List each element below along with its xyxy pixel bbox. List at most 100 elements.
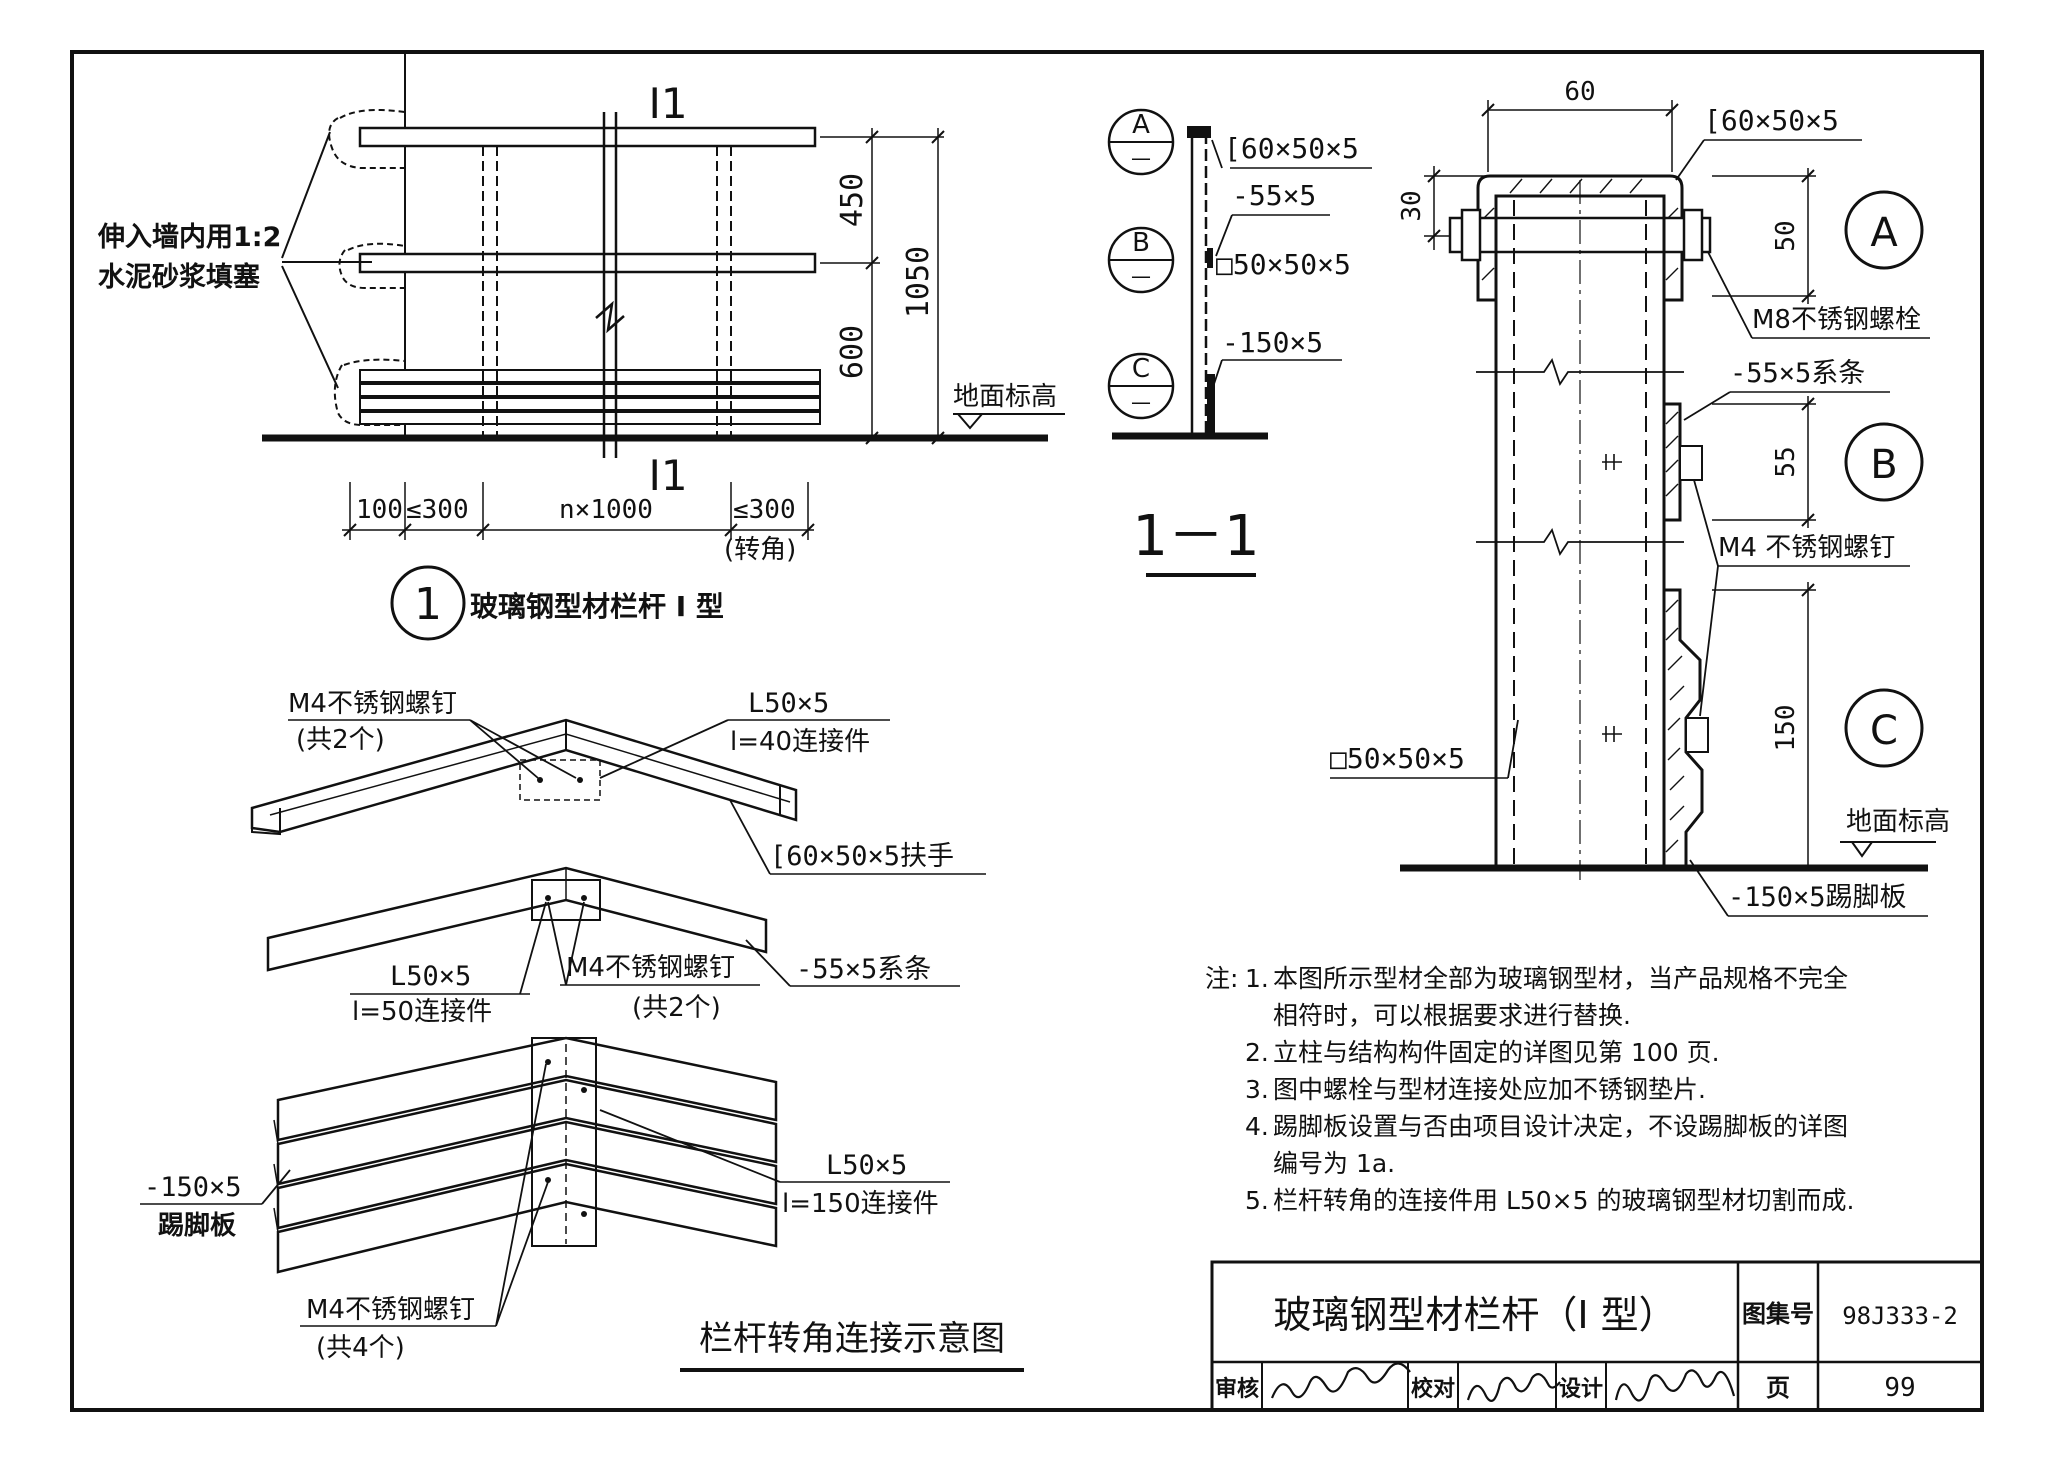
detail-dim-55: 55 xyxy=(1771,446,1801,477)
corner-k-plate: -150×5 xyxy=(144,1172,242,1203)
corner-t-screw-count: (共2个) xyxy=(632,993,721,1023)
svg-text:B: B xyxy=(1132,228,1150,258)
callout-a: A — xyxy=(1107,108,1175,176)
tb-atlas-no: 98J333-2 xyxy=(1842,1302,1958,1330)
note-num-5: 5. xyxy=(1245,1186,1269,1215)
callout-c: C — xyxy=(1107,352,1175,420)
corner-handrail xyxy=(250,718,798,836)
section-handrail xyxy=(1187,126,1211,138)
note-4: 踢脚板设置与否由项目设计决定，不设踢脚板的详图 xyxy=(1273,1112,1849,1141)
dim-lower: 600 xyxy=(835,325,870,379)
wall-embed-top xyxy=(328,109,406,169)
dim-total: 1050 xyxy=(901,246,936,318)
corner-t-conn-len: l=50连接件 xyxy=(352,997,492,1027)
note-1: 本图所示型材全部为玻璃钢型材，当产品规格不完全 xyxy=(1273,964,1849,993)
tb-design: 设计 xyxy=(1559,1377,1603,1402)
corner-k-screw: M4不锈钢螺钉 xyxy=(306,1295,475,1325)
corner-t-conn: L50×5 xyxy=(390,961,471,992)
dim-wall: 100 xyxy=(356,495,403,525)
dim-end-right: ≤300 xyxy=(733,495,796,525)
note-5: 栏杆转角的连接件用 L50×5 的玻璃钢型材切割而成. xyxy=(1273,1186,1855,1215)
corner-note: (转角) xyxy=(724,535,796,565)
note-4-cont: 编号为 1a. xyxy=(1273,1149,1396,1178)
section-title: 1－1 xyxy=(1132,504,1259,569)
detail-number: 1 xyxy=(414,579,442,630)
corner-title: 栏杆转角连接示意图 xyxy=(699,1319,1005,1359)
detail-handrail-channel xyxy=(1476,174,1684,302)
corner-h-handrail: [60×50×5扶手 xyxy=(770,841,954,872)
svg-text:A: A xyxy=(1132,110,1150,140)
svg-text:B: B xyxy=(1870,442,1897,488)
signature-design xyxy=(1614,1369,1736,1402)
tb-check: 校对 xyxy=(1411,1376,1455,1402)
corner-t-tie: -55×5系条 xyxy=(796,954,931,985)
section-1-1: A — B — C — [60×50×5 -55×5 □50×50×5 -150… xyxy=(1107,108,1372,577)
wall-note-line1: 伸入墙内用1:2 xyxy=(97,222,281,253)
title-block: 玻璃钢型材栏杆（I 型） 图集号 98J333-2 审核 校对 设计 页 99 xyxy=(1210,1260,1984,1412)
corner-h-screw: M4不锈钢螺钉 xyxy=(288,689,457,719)
detail-number-circle xyxy=(390,565,466,641)
detail-dim-30: 30 xyxy=(1397,190,1427,221)
detail-mark-a: A xyxy=(1844,190,1924,270)
signature-review xyxy=(1270,1362,1411,1399)
svg-text:—: — xyxy=(1131,264,1151,288)
notes: 注: 1. 本图所示型材全部为玻璃钢型材，当产品规格不完全 相符时，可以根据要求… xyxy=(1205,960,1965,1219)
enlarged-detail: 60 地面标高 xyxy=(1330,77,1950,917)
note-num-2: 2. xyxy=(1245,1038,1269,1067)
corner-h-screw-count: (共2个) xyxy=(296,725,385,755)
tb-page-no: 99 xyxy=(1884,1373,1915,1403)
svg-text:—: — xyxy=(1131,390,1151,414)
detail-label-tie: -55×5系条 xyxy=(1730,358,1865,389)
notes-lead: 注: xyxy=(1205,964,1239,993)
ground-label: 地面标高 xyxy=(953,382,1057,412)
vertical-dimensions xyxy=(820,128,945,445)
corner-k-conn: L50×5 xyxy=(826,1150,907,1181)
post-2 xyxy=(716,146,732,438)
svg-text:A: A xyxy=(1870,210,1898,256)
note-1-cont: 相符时，可以根据要求进行替换. xyxy=(1273,1001,1631,1030)
kick-plate-2 xyxy=(359,383,821,397)
tb-atlas-label: 图集号 xyxy=(1742,1300,1814,1328)
signature-check xyxy=(1466,1373,1561,1402)
tb-title: 玻璃钢型材栏杆（I 型） xyxy=(1273,1293,1676,1337)
detail-tie-strip xyxy=(1662,402,1682,522)
callout-b: B — xyxy=(1107,226,1175,294)
sheet-border xyxy=(70,50,1984,1412)
detail-dim-150: 150 xyxy=(1771,705,1801,752)
tie-bar xyxy=(358,252,817,274)
tb-review: 审核 xyxy=(1215,1376,1259,1402)
svg-text:—: — xyxy=(1131,146,1151,170)
detail-mark-b: B xyxy=(1844,422,1924,502)
section-break xyxy=(595,112,625,458)
section-label-handrail: [60×50×5 xyxy=(1224,132,1359,165)
wall-note-line2: 水泥砂浆填塞 xyxy=(98,261,260,293)
section-mark-bottom: I1 xyxy=(648,451,687,500)
corner-tie xyxy=(266,866,768,972)
detail-label-screw: M4 不锈钢螺钉 xyxy=(1718,533,1895,563)
section-label-kick: -150×5 xyxy=(1222,326,1323,359)
note-num-1: 1. xyxy=(1245,964,1269,993)
wall-embed-mid xyxy=(338,242,406,289)
corner-connection: M4不锈钢螺钉 (共2个) L50×5 l=40连接件 [60×50×5扶手 L… xyxy=(140,688,1024,1372)
detail-label-handrail: [60×50×5 xyxy=(1704,104,1839,137)
handrail xyxy=(358,126,817,148)
corner-k-conn-len: l=150连接件 xyxy=(782,1189,939,1219)
corner-h-conn: L50×5 xyxy=(748,688,829,719)
section-tie xyxy=(1207,248,1213,268)
section-mark-top: I1 xyxy=(648,79,687,128)
post-1 xyxy=(482,146,498,438)
detail-title: 玻璃钢型材栏杆 I 型 xyxy=(470,590,724,623)
dim-upper: 450 xyxy=(835,173,870,227)
detail-dim-width: 60 xyxy=(1564,77,1595,107)
kick-plate-1 xyxy=(359,369,821,383)
svg-text:C: C xyxy=(1132,354,1150,384)
svg-text:C: C xyxy=(1870,708,1898,754)
dim-span: n×1000 xyxy=(559,495,653,525)
dim-end-left: ≤300 xyxy=(406,495,469,525)
wall-embed-bottom xyxy=(333,358,406,426)
note-3: 图中螺栓与型材连接处应加不锈钢垫片. xyxy=(1273,1075,1706,1104)
corner-t-screw: M4不锈钢螺钉 xyxy=(566,953,735,983)
section-label-post: □50×50×5 xyxy=(1216,248,1351,281)
corner-kick-plates xyxy=(273,1036,778,1274)
